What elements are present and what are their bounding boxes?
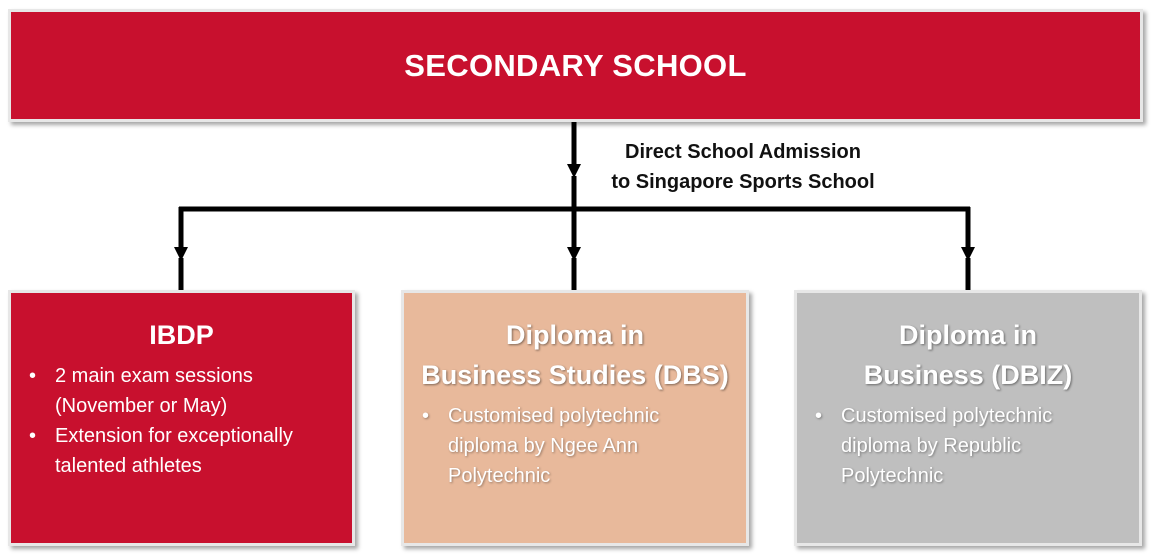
dbs-bullet-list: • Customised polytechnic diploma by Ngee… — [420, 401, 730, 491]
dbs-title-line-1: Diploma in — [505, 320, 644, 350]
bullet-dot-icon: • — [29, 365, 37, 387]
bullet-dot-icon: • — [815, 405, 823, 427]
dbs-title-line-2: Business Studies (DBS) — [421, 360, 729, 390]
ibdp-bullet-2: • Extension for exceptionally talented a… — [27, 421, 336, 481]
ibdp-bullet-1-line-1: 2 main exam sessions — [55, 365, 253, 387]
ibdp-box: IBDP • 2 main exam sessions (November or… — [8, 290, 355, 546]
arrowhead-right — [961, 247, 975, 261]
dbiz-bullet-1-line-1: Customised polytechnic — [841, 405, 1053, 427]
secondary-school-title: SECONDARY SCHOOL — [404, 47, 747, 83]
arrowhead-left — [174, 247, 188, 261]
ibdp-bullet-1: • 2 main exam sessions (November or May) — [27, 361, 336, 421]
main-arrowhead — [567, 164, 581, 178]
dbs-bullet-1: • Customised polytechnic diploma by Ngee… — [420, 401, 730, 491]
dbiz-box: Diploma in Business (DBIZ) • Customised … — [794, 290, 1142, 546]
ibdp-title: IBDP — [27, 315, 336, 355]
dbiz-bullet-1: • Customised polytechnic diploma by Repu… — [813, 401, 1123, 491]
ibdp-bullet-list: • 2 main exam sessions (November or May)… — [27, 361, 336, 481]
dbs-bullet-1-line-2: diploma by Ngee Ann — [448, 435, 639, 457]
connector-label: Direct School Admission to Singapore Spo… — [588, 137, 898, 197]
dbiz-title: Diploma in Business (DBIZ) — [813, 315, 1123, 395]
ibdp-bullet-2-line-2: talented athletes — [55, 455, 202, 477]
bullet-dot-icon: • — [422, 405, 430, 427]
connector-label-line-1: Direct School Admission — [625, 141, 861, 163]
ibdp-bullet-1-line-2: (November or May) — [55, 395, 228, 417]
arrowhead-middle — [567, 247, 581, 261]
dbs-title: Diploma in Business Studies (DBS) — [420, 315, 730, 395]
bullet-dot-icon: • — [29, 425, 37, 447]
dbs-bullet-1-line-3: Polytechnic — [448, 465, 551, 487]
ibdp-bullet-2-line-1: Extension for exceptionally — [55, 425, 293, 447]
dbiz-title-line-2: Business (DBIZ) — [863, 360, 1073, 390]
dbiz-bullet-1-line-2: diploma by Republic — [841, 435, 1022, 457]
connector-label-line-2: to Singapore Sports School — [611, 171, 875, 193]
dbiz-title-line-1: Diploma in — [898, 320, 1037, 350]
dbiz-bullet-1-line-3: Polytechnic — [841, 465, 944, 487]
secondary-school-box: SECONDARY SCHOOL — [8, 9, 1143, 122]
dbs-box: Diploma in Business Studies (DBS) • Cust… — [401, 290, 749, 546]
dbs-bullet-1-line-1: Customised polytechnic — [448, 405, 660, 427]
dbiz-bullet-list: • Customised polytechnic diploma by Repu… — [813, 401, 1123, 491]
ibdp-title-line-1: IBDP — [149, 320, 214, 350]
